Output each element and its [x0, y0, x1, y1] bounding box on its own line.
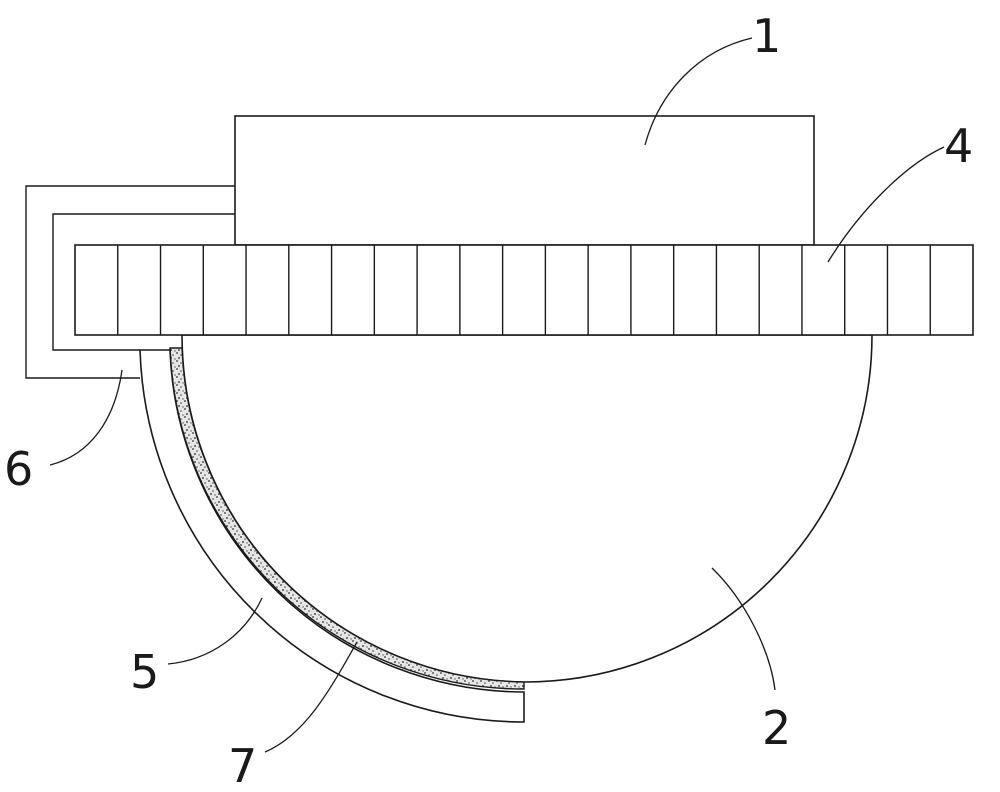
label-4: 4 — [944, 119, 973, 173]
leader-line-7 — [264, 641, 358, 753]
label-5: 5 — [130, 645, 159, 699]
leader-line-4 — [827, 146, 945, 263]
top-block — [234, 115, 815, 246]
label-6: 6 — [4, 442, 33, 496]
leader-line-1 — [644, 37, 753, 146]
side-bracket — [25, 185, 235, 379]
leader-line-6 — [49, 369, 123, 466]
segmented-strip — [74, 244, 974, 336]
speckled-liner — [169, 347, 525, 690]
label-1: 1 — [752, 9, 781, 63]
curved-shell — [139, 349, 525, 723]
leader-line-2 — [711, 567, 776, 691]
label-2: 2 — [762, 701, 791, 755]
label-7: 7 — [228, 739, 257, 792]
leader-line-5 — [167, 597, 263, 665]
strip-outline — [74, 244, 974, 336]
